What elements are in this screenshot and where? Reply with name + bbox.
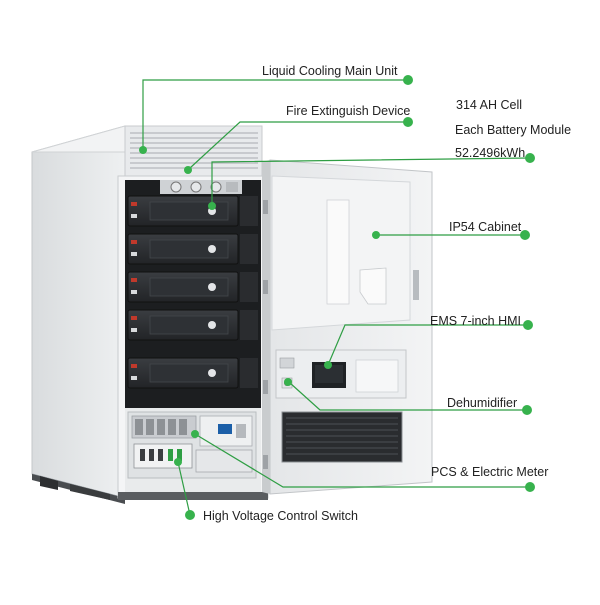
callout-lines	[142, 79, 531, 516]
callout-dots	[139, 75, 535, 520]
label-ems-hmi: EMS 7-inch HMI	[430, 314, 521, 328]
callout-dot-ems-end	[324, 361, 332, 369]
callout-dot-battery-module-end	[208, 202, 216, 210]
callout-line-pcs	[194, 433, 530, 488]
label-hv-switch: High Voltage Control Switch	[203, 509, 358, 523]
battery-module-2	[127, 233, 258, 265]
ems-hmi-panel	[275, 349, 407, 399]
battery-module-4	[127, 309, 258, 341]
callout-line-fire-extinguish	[189, 121, 408, 169]
callout-dot-dehumidifier	[522, 405, 532, 415]
door-vent-grille	[281, 411, 403, 463]
label-pcs-meter: PCS & Electric Meter	[431, 465, 549, 479]
callout-dot-pcs	[525, 482, 535, 492]
label-ip54-cabinet: IP54 Cabinet	[449, 220, 522, 234]
liquid-cooling-unit	[124, 125, 263, 177]
callout-dot-battery-module	[525, 153, 535, 163]
callout-line-liquid-cooling	[142, 79, 408, 150]
callout-dot-ip54-end	[372, 231, 380, 239]
callout-dot-fire-extinguish-end	[184, 166, 192, 174]
callout-dot-ems	[523, 320, 533, 330]
callout-dot-liquid-cooling-end	[139, 146, 147, 154]
cabinet-side-panel	[31, 125, 126, 504]
battery-module-1	[127, 195, 258, 227]
callout-line-hv-switch	[177, 461, 191, 516]
callout-dot-fire-extinguish	[403, 117, 413, 127]
callout-line-ems	[327, 324, 528, 366]
callout-line-dehumidifier	[289, 382, 527, 411]
label-battery-module: Each Battery Module	[455, 123, 572, 137]
callout-line-battery-module	[211, 157, 531, 206]
callout-dot-ip54	[520, 230, 530, 240]
label-liquid-cooling: Liquid Cooling Main Unit	[262, 64, 398, 78]
label-cell-capacity: 314 AH Cell	[456, 98, 523, 112]
label-module-energy: 52.2496kWh	[455, 146, 526, 160]
callout-dot-hv-switch	[185, 510, 195, 520]
callout-dot-pcs-end	[191, 430, 199, 438]
high-voltage-switch	[133, 443, 253, 473]
callout-dot-liquid-cooling	[403, 75, 413, 85]
label-fire-extinguish: Fire Extinguish Device	[286, 104, 411, 118]
fire-extinguish-device	[160, 180, 242, 194]
label-dehumidifier: Dehumidifier	[447, 396, 518, 410]
battery-module-5	[127, 357, 258, 389]
callout-dot-dehumidifier-end	[284, 378, 292, 386]
callout-dot-hv-switch-end	[174, 458, 182, 466]
battery-module-3	[127, 271, 258, 303]
